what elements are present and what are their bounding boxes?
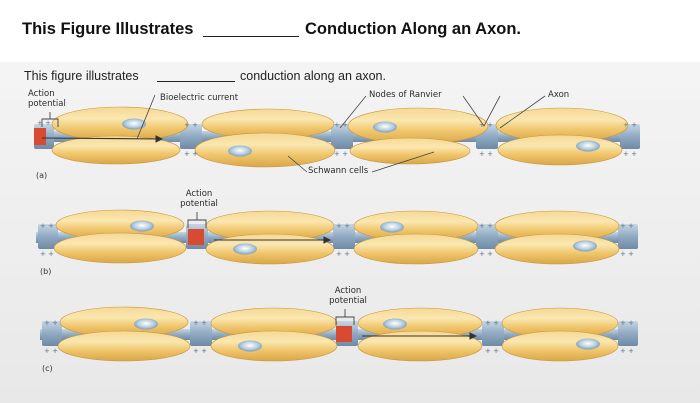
svg-text:+ +: + +	[479, 250, 493, 258]
current-arrow	[41, 135, 164, 143]
schwann-cell	[494, 233, 620, 265]
svg-text:+ +: + +	[485, 319, 499, 327]
svg-text:+ +: + +	[193, 319, 207, 327]
schwann-cell	[53, 232, 187, 264]
nucleus	[576, 338, 600, 350]
nucleus	[238, 340, 262, 352]
svg-text:+ +: + +	[479, 222, 493, 230]
node-of-ranvier	[42, 321, 62, 346]
axon-conduction-figure: This figure illustrates conduction along…	[0, 62, 700, 403]
schwann-leader	[287, 155, 308, 173]
svg-text:+ +: + +	[37, 119, 51, 127]
action-potential-segment	[34, 128, 46, 145]
svg-text:+ +: + +	[623, 150, 637, 158]
node-of-ranvier	[190, 321, 212, 346]
label-action-potential-a: Action potential	[28, 89, 66, 109]
figure-caption-prefix: This figure illustrates	[24, 69, 139, 83]
schwann-cell	[210, 330, 338, 362]
schwann-cell	[194, 132, 336, 168]
node-of-ranvier	[482, 321, 504, 346]
svg-text:+ +: + +	[44, 319, 58, 327]
nucleus	[130, 220, 154, 232]
schwann-cell	[353, 233, 479, 265]
charge-signs: + + + + + + + + + + + + + + + +	[44, 319, 634, 355]
node-of-ranvier	[333, 224, 355, 249]
charge-signs: + + + + + + + + + + + + + + + +	[40, 222, 634, 258]
svg-text:+ +: + +	[336, 222, 350, 230]
nucleus	[573, 240, 597, 252]
nucleus	[380, 221, 404, 233]
label-nodes-of-ranvier: Nodes of Ranvier	[369, 90, 442, 100]
title-suffix: Conduction Along an Axon.	[305, 20, 521, 38]
schwann-cell	[51, 135, 181, 165]
schwann-cell	[357, 330, 483, 362]
schwann-cell	[349, 137, 471, 165]
svg-text:+ +: + +	[620, 250, 634, 258]
svg-text:+ +: + +	[44, 347, 58, 355]
row-b: + + + + + + + + + + + + + + + +	[36, 209, 638, 265]
figure-caption-suffix: conduction along an axon.	[240, 69, 386, 83]
svg-text:+ +: + +	[623, 121, 637, 129]
nucleus	[134, 318, 158, 330]
node-of-ranvier	[331, 124, 353, 149]
nucleus	[233, 243, 257, 255]
node-of-ranvier	[476, 224, 498, 249]
label-bioelectric-current: Bioelectric current	[160, 93, 239, 103]
ranvier-leader	[462, 95, 501, 127]
svg-text:+ +: + +	[184, 150, 198, 158]
title-prefix: This Figure Illustrates	[22, 20, 194, 38]
schwann-cell	[57, 330, 191, 362]
label-schwann-cells: Schwann cells	[308, 166, 369, 176]
schwann-cell	[501, 330, 619, 362]
nucleus	[383, 318, 407, 330]
schwann-cell	[497, 134, 623, 166]
panel-label-c: (c)	[42, 364, 53, 373]
action-potential-segment	[188, 229, 204, 245]
svg-text:+ +: + +	[184, 121, 198, 129]
nucleus	[373, 121, 397, 133]
row-a: + + + + + + + + + + + + + + + + + +	[34, 94, 640, 173]
svg-text:+ +: + +	[334, 121, 348, 129]
label-action-potential-c: Action potential	[329, 286, 367, 306]
svg-text:+ +: + +	[193, 347, 207, 355]
axon-leader	[499, 95, 546, 129]
node-of-ranvier	[618, 321, 638, 346]
label-axon: Axon	[548, 90, 570, 100]
schwann-leader	[371, 151, 435, 173]
nucleus	[122, 118, 146, 130]
charge-signs: + + + + + + + + + + + + + + + + + +	[37, 119, 637, 158]
svg-text:+ +: + +	[40, 250, 54, 258]
ranvier-leader	[339, 95, 367, 129]
action-potential-segment	[336, 326, 352, 342]
svg-text:+ +: + +	[485, 347, 499, 355]
axon-diagram: + + + + + + + + + + + + + + + + + +	[34, 94, 640, 362]
figure-caption-blank	[157, 81, 235, 82]
title-blank	[203, 36, 299, 37]
svg-text:+ +: + +	[620, 319, 634, 327]
label-action-potential-b: Action potential	[180, 189, 218, 209]
svg-text:+ +: + +	[334, 150, 348, 158]
svg-text:+ +: + +	[479, 150, 493, 158]
svg-text:+ +: + +	[479, 121, 493, 129]
svg-text:+ +: + +	[620, 347, 634, 355]
svg-text:+ +: + +	[620, 222, 634, 230]
bioelectric-leader	[136, 94, 156, 140]
svg-text:+ +: + +	[336, 250, 350, 258]
svg-text:+ +: + +	[40, 222, 54, 230]
panel-label-b: (b)	[40, 267, 52, 276]
panel-label-a: (a)	[36, 171, 48, 180]
node-of-ranvier	[38, 224, 58, 249]
nucleus	[576, 140, 600, 152]
node-of-ranvier	[180, 124, 202, 149]
nucleus	[228, 145, 252, 157]
schwann-cell	[205, 233, 335, 265]
row-c: + + + + + + + + + + + + + + + +	[40, 306, 638, 362]
node-of-ranvier	[618, 224, 638, 249]
question-title: This Figure Illustrates Conduction Along…	[22, 20, 682, 44]
